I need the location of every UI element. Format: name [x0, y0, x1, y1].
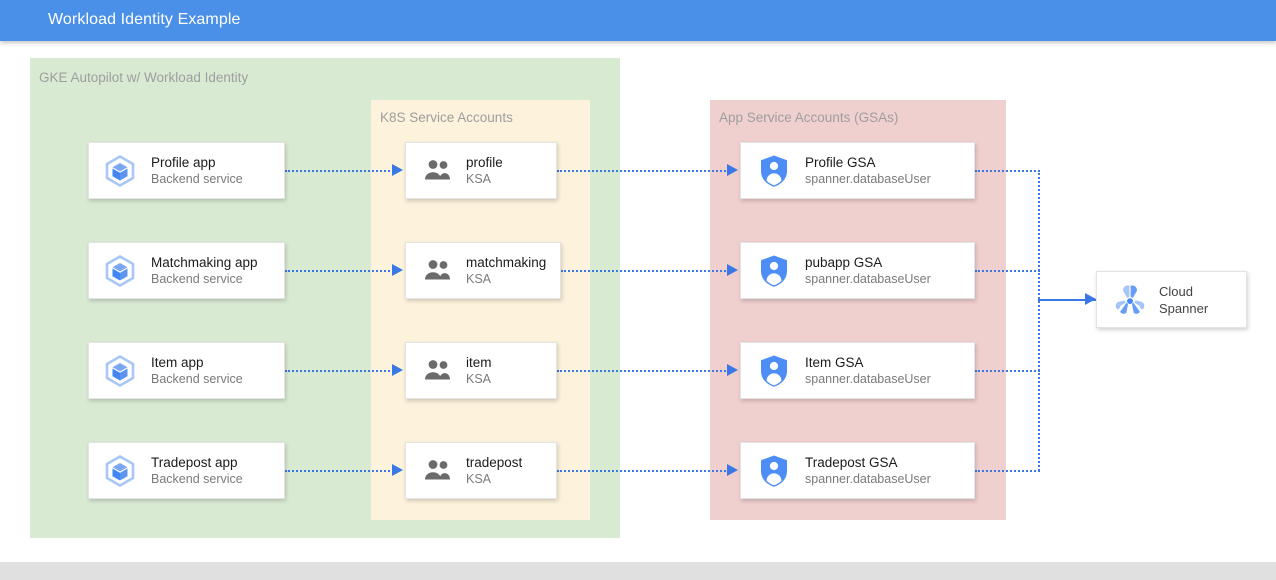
node-title: Item app	[151, 354, 204, 370]
connector-gsa-to-bus	[975, 470, 1040, 472]
node-app-tradepost[interactable]: Tradepost app Backend service	[88, 442, 285, 499]
node-subtitle: Backend service	[151, 471, 243, 486]
node-label: profile KSA	[460, 154, 556, 188]
service-account-group-icon	[416, 355, 460, 387]
window-title: Workload Identity Example	[48, 11, 241, 28]
node-subtitle: spanner.databaseUser	[805, 471, 931, 486]
node-title-line1: Cloud	[1159, 283, 1193, 299]
node-title: Profile app	[151, 154, 216, 170]
iam-shield-icon	[751, 454, 797, 488]
arrowhead-ksa-to-gsa	[727, 464, 738, 476]
node-label: Tradepost GSA spanner.databaseUser	[797, 454, 974, 488]
node-ksa-profile[interactable]: profile KSA	[405, 142, 557, 199]
arrowhead-app-to-ksa	[392, 264, 403, 276]
node-subtitle: spanner.databaseUser	[805, 371, 931, 386]
iam-shield-icon	[751, 154, 797, 188]
connector-app-to-ksa	[285, 470, 398, 472]
node-gsa-profile[interactable]: Profile GSA spanner.databaseUser	[740, 142, 975, 199]
connector-app-to-ksa	[285, 270, 398, 272]
connector-gsa-to-bus	[975, 370, 1040, 372]
iam-shield-icon	[751, 354, 797, 388]
iam-shield-icon	[751, 254, 797, 288]
connector-ksa-to-gsa	[557, 370, 733, 372]
connector-ksa-to-gsa	[557, 170, 733, 172]
node-label: matchmaking KSA	[460, 254, 560, 288]
kubernetes-app-icon	[97, 354, 143, 388]
node-label: item KSA	[460, 354, 556, 388]
node-label: pubapp GSA spanner.databaseUser	[797, 254, 974, 288]
node-label: Matchmaking app Backend service	[143, 254, 284, 288]
connector-app-to-ksa	[285, 170, 398, 172]
connector-app-to-ksa	[285, 370, 398, 372]
node-subtitle: KSA	[466, 171, 492, 186]
node-gsa-item[interactable]: Item GSA spanner.databaseUser	[740, 342, 975, 399]
node-title: Tradepost app	[151, 454, 238, 470]
node-title: Item GSA	[805, 354, 864, 370]
node-label: Profile GSA spanner.databaseUser	[797, 154, 974, 188]
connector-gsa-to-bus	[975, 170, 1040, 172]
arrowhead-ksa-to-gsa	[727, 164, 738, 176]
connector-ksa-to-gsa	[561, 270, 733, 272]
connector-gsa-to-bus	[975, 270, 1040, 272]
group-gsa-label: App Service Accounts (GSAs)	[719, 110, 899, 125]
node-ksa-item[interactable]: item KSA	[405, 342, 557, 399]
kubernetes-app-icon	[97, 154, 143, 188]
arrowhead-app-to-ksa	[392, 164, 403, 176]
node-title: item	[466, 354, 492, 370]
connector-spanner-bus	[1038, 170, 1040, 471]
arrowhead-ksa-to-gsa	[727, 264, 738, 276]
node-subtitle: KSA	[466, 371, 492, 386]
node-label: Profile app Backend service	[143, 154, 284, 188]
node-title: pubapp GSA	[805, 254, 883, 270]
node-app-matchmaking[interactable]: Matchmaking app Backend service	[88, 242, 285, 299]
node-label: Item GSA spanner.databaseUser	[797, 354, 974, 388]
footer-strip	[0, 562, 1276, 580]
arrowhead-app-to-ksa	[392, 464, 403, 476]
service-account-group-icon	[416, 255, 460, 287]
node-subtitle: Backend service	[151, 271, 243, 286]
window-titlebar: Workload Identity Example	[0, 0, 1276, 41]
node-subtitle: spanner.databaseUser	[805, 171, 931, 186]
node-title: Profile GSA	[805, 154, 876, 170]
node-subtitle: KSA	[466, 271, 492, 286]
node-title: Tradepost GSA	[805, 454, 898, 470]
node-label: Item app Backend service	[143, 354, 284, 388]
service-account-group-icon	[416, 155, 460, 187]
node-subtitle: Backend service	[151, 371, 243, 386]
node-app-profile[interactable]: Profile app Backend service	[88, 142, 285, 199]
node-label: Tradepost app Backend service	[143, 454, 284, 488]
group-gke-label: GKE Autopilot w/ Workload Identity	[39, 70, 249, 85]
node-ksa-tradepost[interactable]: tradepost KSA	[405, 442, 557, 499]
node-label: tradepost KSA	[460, 454, 556, 488]
node-subtitle: spanner.databaseUser	[805, 271, 931, 286]
group-ksa-label: K8S Service Accounts	[380, 110, 513, 125]
node-title-line2: Spanner	[1159, 300, 1209, 316]
node-subtitle: KSA	[466, 471, 492, 486]
service-account-group-icon	[416, 455, 460, 487]
arrowhead-ksa-to-gsa	[727, 364, 738, 376]
kubernetes-app-icon	[97, 254, 143, 288]
node-ksa-matchmaking[interactable]: matchmaking KSA	[405, 242, 561, 299]
node-gsa-tradepost[interactable]: Tradepost GSA spanner.databaseUser	[740, 442, 975, 499]
node-gsa-pubapp[interactable]: pubapp GSA spanner.databaseUser	[740, 242, 975, 299]
kubernetes-app-icon	[97, 454, 143, 488]
cloud-spanner-icon	[1105, 281, 1155, 319]
node-title: profile	[466, 154, 503, 170]
node-subtitle: Backend service	[151, 171, 243, 186]
node-cloud-spanner[interactable]: Cloud Spanner	[1096, 271, 1247, 328]
node-label: Cloud Spanner	[1155, 283, 1246, 317]
node-app-item[interactable]: Item app Backend service	[88, 342, 285, 399]
connector-bus-to-spanner	[1038, 299, 1096, 301]
arrowhead-bus-to-spanner	[1085, 293, 1096, 305]
node-title: matchmaking	[466, 254, 547, 270]
node-title: Matchmaking app	[151, 254, 258, 270]
arrowhead-app-to-ksa	[392, 364, 403, 376]
connector-ksa-to-gsa	[557, 470, 733, 472]
node-title: tradepost	[466, 454, 523, 470]
